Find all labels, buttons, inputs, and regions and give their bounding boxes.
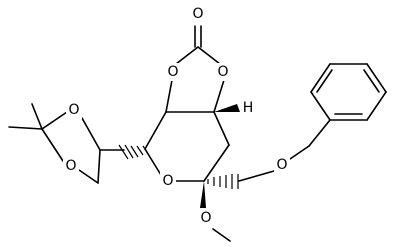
bond-c2-c3 [213, 111, 230, 146]
atom-label-carbonyl-o: O [192, 6, 203, 22]
bond-carbonate-c-oright [197, 46, 221, 65]
bond-cme2-obottom [41, 128, 64, 162]
hashed-bond-c5-dioxolane [118, 144, 148, 160]
atom-label-pyran-ring-o: O [162, 173, 173, 189]
wedge-bond-c1-methoxy [200, 181, 206, 208]
bond-obottom-ch2 [78, 169, 99, 184]
bond-oleft-c4 [165, 79, 173, 113]
bond-ch2-phenyl [308, 119, 331, 147]
atom-label-benzyloxy-o: O [276, 157, 287, 173]
bond-methyl-upper [31, 103, 43, 130]
atom-label-carbonate-o-left: O [167, 64, 178, 80]
bond-c1-c2 [203, 144, 230, 182]
hashed-bond-c1-ch2 [207, 174, 239, 189]
bond-ch2-dioxch [97, 149, 101, 184]
atom-label-layer: O O O H O O O O O [63, 5, 290, 227]
bond-oright-c3 [213, 79, 225, 113]
atom-label-carbonate-o-right: O [217, 64, 228, 80]
bond-layer [8, 25, 387, 242]
atom-label-stereo-h: H [243, 100, 254, 116]
atom-label-dioxolane-o-top: O [68, 102, 79, 118]
bond-carbonate-c-oleft [175, 46, 199, 65]
benzene-ring [310, 63, 387, 121]
bond-ch2-obenzyl [238, 170, 275, 182]
atom-label-methoxy-o: O [200, 210, 211, 226]
bond-dioxch-otop [81, 117, 101, 151]
bond-methyl-lower [8, 126, 43, 130]
bond-c5-oring [144, 148, 162, 176]
bond-c4-c5 [144, 111, 167, 150]
wedge-bond-c3-h [214, 104, 240, 112]
bond-methoxy-o-ch3 [212, 228, 231, 242]
atom-label-dioxolane-o-bottom: O [65, 158, 76, 174]
bond-otop-cme2 [41, 111, 68, 130]
bond-obenzyl-ch2 [289, 145, 310, 160]
